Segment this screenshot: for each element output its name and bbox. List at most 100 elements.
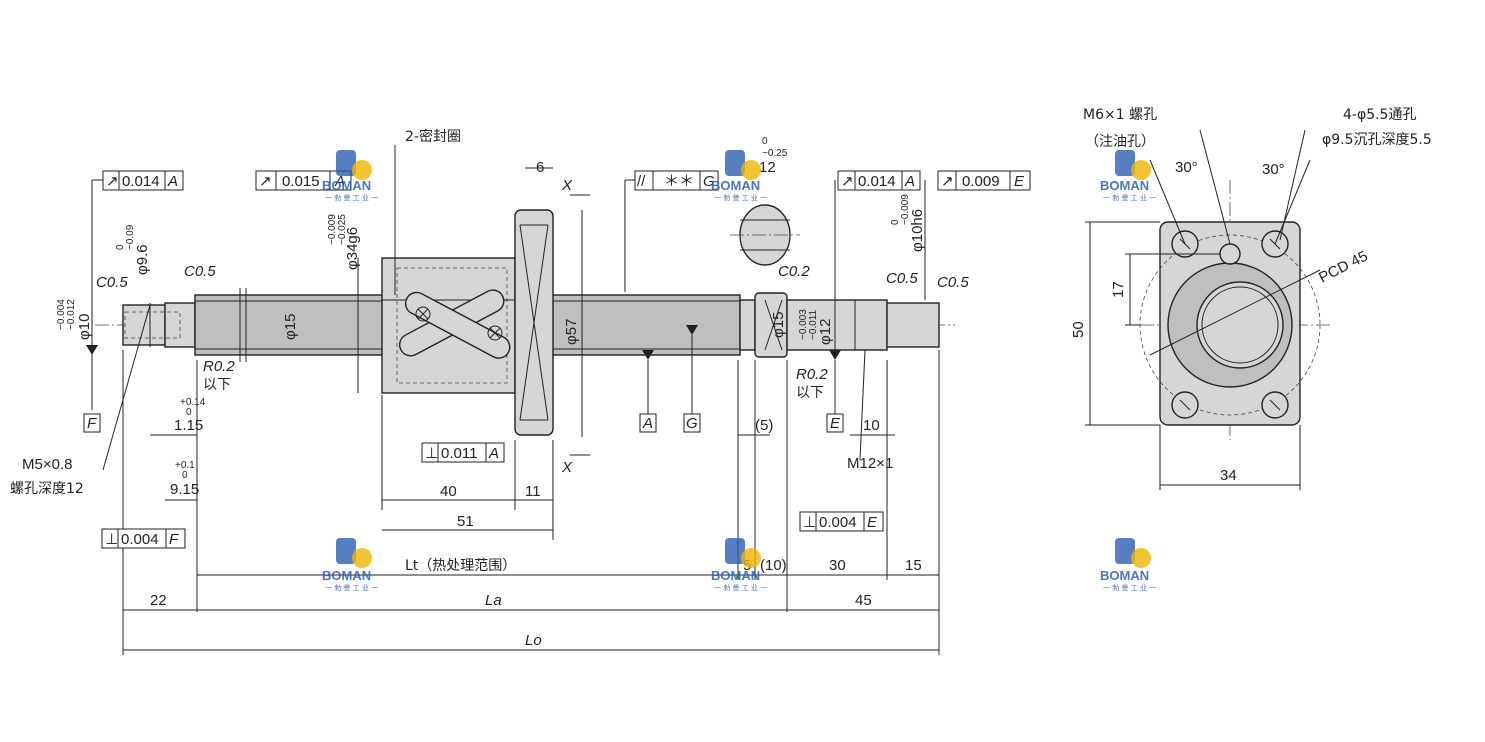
height-17: 17 — [1110, 281, 1127, 298]
svg-text:A: A — [488, 445, 499, 462]
d34-label: φ34g6 — [344, 227, 361, 270]
datum-box-f: F — [83, 413, 101, 433]
watermark-logo-5: BOMAN 一 勃 曼 工 业 一 — [711, 538, 767, 592]
svg-text:一 勃 曼 工 业 一: 一 勃 曼 工 业 一 — [325, 583, 378, 592]
section-x-bot: X — [561, 459, 573, 476]
svg-text:BOMAN: BOMAN — [322, 178, 371, 193]
svg-text:0.004: 0.004 — [121, 531, 159, 548]
watermark-logo-6: BOMAN 一 勃 曼 工 业 一 — [1100, 538, 1156, 592]
svg-text:BOMAN: BOMAN — [1100, 178, 1149, 193]
lo: Lo — [525, 632, 542, 649]
r02-a: R0.2 — [203, 358, 235, 375]
d15b: 15 — [905, 557, 922, 574]
d96-tol-lo: −0.09 — [125, 224, 136, 250]
fcf-2: ↗ 0.015 A — [255, 170, 352, 191]
svg-text:0.014: 0.014 — [122, 173, 160, 190]
svg-text:一 勃 曼 工 业 一: 一 勃 曼 工 业 一 — [714, 193, 767, 202]
svg-text:F: F — [169, 531, 179, 548]
la: La — [485, 592, 502, 609]
svg-text:一 勃 曼 工 业 一: 一 勃 曼 工 业 一 — [1103, 193, 1156, 202]
fcf-4: ↗ 0.014 A — [837, 170, 921, 191]
d96-label: φ9.6 — [134, 244, 151, 275]
svg-text:↗: ↗ — [259, 173, 272, 190]
keyway-section — [730, 204, 800, 266]
svg-text:0.015: 0.015 — [282, 173, 320, 190]
d12-tol-up: −0.003 — [798, 309, 809, 340]
d10-tol-lo: −0.012 — [66, 299, 77, 330]
angle-right: 30° — [1262, 161, 1285, 178]
svg-text:E: E — [830, 415, 841, 432]
svg-text:G: G — [703, 173, 715, 190]
d115-tol-up: +0.14 — [180, 397, 206, 408]
width-34: 34 — [1220, 467, 1237, 484]
c05-b: C0.5 — [184, 263, 216, 280]
svg-text:E: E — [1014, 173, 1025, 190]
d10-label: φ10 — [76, 314, 93, 340]
d915-tol-lo: 0 — [182, 470, 188, 481]
d10h6-tol-up: 0 — [890, 219, 901, 225]
watermark-logo-4: BOMAN 一 勃 曼 工 业 一 — [322, 538, 378, 592]
width-6: 6 — [536, 159, 544, 176]
m6-label: M6×1 螺孔 — [1083, 107, 1157, 123]
fcf-5: ↗ 0.009 E — [937, 170, 1031, 191]
holes-sub: φ9.5沉孔深度5.5 — [1322, 132, 1432, 148]
watermark-logo-2: BOMAN 一 勃 曼 工 业 一 — [711, 150, 767, 202]
svg-text:E: E — [867, 514, 878, 531]
seals-label: 2-密封圈 — [405, 128, 461, 145]
svg-text:A: A — [167, 173, 178, 190]
svg-text:0.011: 0.011 — [441, 445, 477, 462]
c05-c: C0.5 — [886, 270, 918, 287]
datum-triangle-g — [686, 325, 698, 335]
watermark-logo-1: BOMAN 一 勃 曼 工 业 一 — [322, 150, 378, 202]
svg-text:BOMAN: BOMAN — [1100, 568, 1149, 583]
flange-end-view — [1085, 129, 1330, 490]
holes-label: 4-φ5.5通孔 — [1343, 107, 1416, 123]
d115: 1.15 — [174, 417, 203, 434]
svg-text:BOMAN: BOMAN — [322, 568, 371, 583]
watermark-logo-3: BOMAN 一 勃 曼 工 业 一 — [1100, 150, 1156, 202]
d57-label: φ57 — [563, 319, 580, 345]
ball-nut — [381, 257, 516, 394]
svg-text:一 勃 曼 工 业 一: 一 勃 曼 工 业 一 — [714, 583, 767, 592]
svg-text:0.014: 0.014 — [858, 173, 896, 190]
section-x-top: X — [561, 177, 573, 194]
svg-text:A: A — [904, 173, 915, 190]
d45: 45 — [855, 592, 872, 609]
d10b: 10 — [863, 417, 880, 434]
angle-left: 30° — [1175, 159, 1198, 176]
datum-triangle-a — [642, 350, 654, 360]
c05-a: C0.5 — [96, 274, 128, 291]
d915: 9.15 — [170, 481, 199, 498]
d10h6-label: φ10h6 — [909, 209, 926, 252]
m6-sub: （注油孔） — [1085, 134, 1155, 150]
r02-b-sub: 以下 — [796, 385, 824, 401]
d115-tol-lo: 0 — [186, 407, 192, 418]
nut-flange — [514, 209, 554, 436]
svg-text:0.004: 0.004 — [819, 514, 857, 531]
m12-label: M12×1 — [847, 455, 893, 472]
c02: C0.2 — [778, 263, 810, 280]
fcf-1: ↗ 0.014 A — [102, 170, 184, 191]
svg-text:BOMAN: BOMAN — [711, 568, 760, 583]
d96-tol-up: 0 — [115, 244, 126, 250]
d34-tol-lo: −0.025 — [337, 214, 348, 245]
d11: 11 — [525, 483, 541, 500]
svg-text:↗: ↗ — [841, 173, 854, 190]
svg-text:BOMAN: BOMAN — [711, 178, 760, 193]
fcf-7: ⊥ 0.004 F — [101, 528, 186, 549]
c05-d: C0.5 — [937, 274, 969, 291]
datum-box-g: G — [683, 413, 701, 433]
d40: 40 — [440, 483, 457, 500]
fcf-6: ⊥ 0.011 A — [421, 442, 505, 463]
datum-triangle-e — [829, 350, 841, 360]
key-tol-lo: −0.25 — [762, 148, 788, 159]
m5-label: M5×0.8 — [22, 456, 72, 473]
svg-text:↗: ↗ — [106, 173, 119, 190]
height-50: 50 — [1070, 321, 1087, 338]
pcd-label: PCD 45 — [1316, 248, 1371, 287]
left-journal — [122, 302, 196, 348]
svg-text://: // — [637, 173, 646, 190]
right-journal — [739, 292, 940, 358]
key-width: 12 — [759, 159, 776, 176]
d10h6-tol-lo: −0.009 — [900, 194, 911, 225]
